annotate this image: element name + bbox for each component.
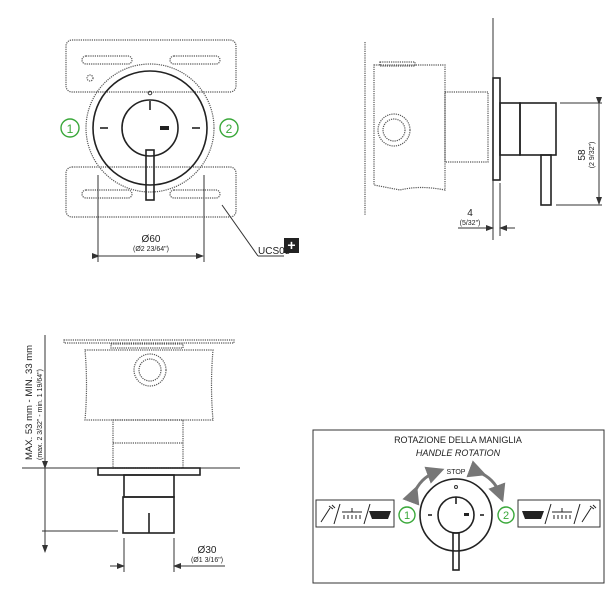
svg-text:1: 1 (404, 510, 410, 522)
mounting-bracket-bottom (65, 166, 237, 218)
rotate-right-arrow-icon (466, 460, 506, 503)
outlet-icons-left (315, 499, 395, 528)
bathtub-icon (369, 511, 391, 519)
accessory-code: UCS05 (258, 246, 291, 257)
cover-plate-side (492, 77, 501, 181)
valve-body-bottom (84, 349, 214, 421)
depth-range-label: MAX. 53 mm - MIN. 33 mm (24, 345, 35, 460)
rotation-title-it: ROTAZIONE DELLA MANIGLIA (394, 435, 522, 445)
diameter-inch-label: (Ø2 23/64") (133, 246, 169, 253)
handle-body-side (519, 102, 557, 156)
valve-body (373, 64, 446, 191)
plus-icon (284, 238, 299, 253)
position-1-badge: 1 (60, 118, 80, 138)
diameter-30-label: Ø30 (198, 545, 217, 556)
diameter-30-inch-label: (Ø1 3/16") (191, 557, 223, 564)
cover-plate-bottom (97, 467, 201, 476)
side-view: 58 (2 9/32") 4 (5/32") (364, 18, 602, 240)
hand-shower-icon (581, 504, 597, 523)
handle-lever (145, 149, 155, 201)
rotation-title-en: HANDLE ROTATION (416, 448, 501, 458)
handle-lever-side (540, 154, 552, 206)
hand-shower-icon (320, 504, 336, 523)
svg-text:+: + (287, 237, 295, 253)
position-2-badge: 2 (497, 506, 515, 524)
diameter-label: Ø60 (142, 234, 161, 245)
depth-range-inch-label: (max. 2 3/32" - min. 1 19/64") (37, 369, 44, 460)
front-view: 1 2 Ø60 (Ø2 23/64") UCS05 + (60, 39, 299, 262)
position-1-badge: 1 (398, 506, 416, 524)
svg-text:2: 2 (503, 510, 509, 522)
cover-plate (92, 70, 208, 186)
rotate-left-arrow-icon (402, 466, 445, 506)
shower-head-icon (552, 508, 572, 519)
height-inch-label: (2 9/32") (589, 142, 596, 169)
handle-rotation-box: ROTAZIONE DELLA MANIGLIA HANDLE ROTATION… (312, 429, 605, 584)
mounting-bracket-top (65, 39, 237, 93)
leader-line (221, 204, 259, 257)
thickness-inch-label: (5/32") (460, 220, 481, 227)
shower-head-icon (342, 508, 362, 519)
svg-text:2: 2 (226, 122, 233, 136)
handle-knob (121, 99, 179, 157)
bathtub-icon (522, 511, 544, 519)
svg-text:1: 1 (67, 122, 74, 136)
outlet-icons-right (517, 499, 601, 528)
thickness-label: 4 (467, 208, 473, 219)
bottom-view: MAX. 53 mm - MIN. 33 mm (max. 2 3/32" - … (22, 335, 240, 572)
stop-label: STOP (447, 469, 466, 476)
position-2-badge: 2 (219, 118, 239, 138)
height-label: 58 (577, 149, 588, 161)
